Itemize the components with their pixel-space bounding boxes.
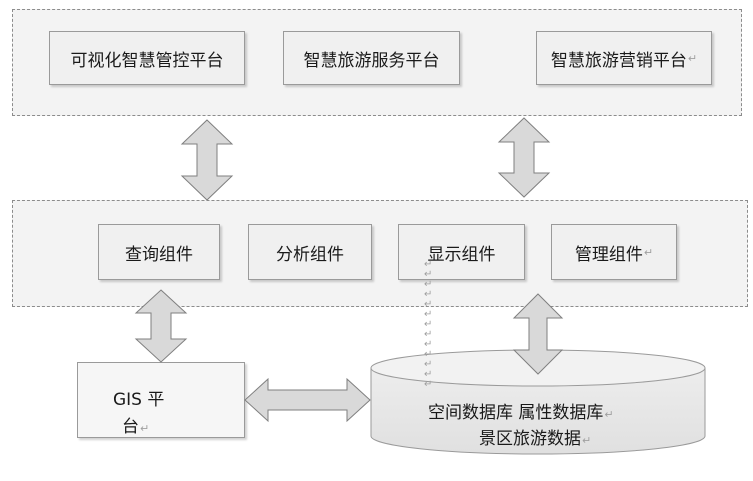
component-analysis: 分析组件	[248, 224, 372, 280]
component-display-label: 显示组件	[427, 244, 496, 265]
double-arrow-top-right	[497, 117, 551, 198]
platform-visual-control-label: 可视化智慧管控平台	[70, 50, 224, 71]
database-label-1-text: 空间数据库 属性数据库	[428, 403, 604, 423]
component-query: 查询组件	[98, 224, 220, 280]
platform-tourism-service: 智慧旅游服务平台	[283, 31, 460, 85]
database-label-2-text: 景区旅游数据	[479, 429, 581, 449]
return-mark-icon: ↵	[604, 408, 614, 421]
platform-visual-control: 可视化智慧管控平台	[49, 31, 245, 85]
component-management: 管理组件↵	[551, 224, 677, 280]
component-analysis-label: 分析组件	[276, 244, 344, 265]
double-arrow-top-left	[180, 119, 234, 201]
platform-tourism-marketing-label: 智慧旅游营销平台	[550, 50, 687, 71]
database-label-2: 景区旅游数据↵	[479, 424, 591, 449]
component-management-label: 管理组件	[574, 244, 643, 265]
double-arrow-gis-database	[244, 377, 371, 423]
return-mark-icon: ↵	[643, 245, 654, 259]
component-display: 显示组件	[398, 224, 525, 280]
component-query-label: 查询组件	[125, 244, 193, 265]
gis-platform-label-2-text: 台	[122, 417, 139, 437]
double-arrow-components-database	[512, 293, 564, 375]
return-mark-icon: ↵	[582, 434, 592, 447]
gis-platform-label-1: GIS 平	[113, 390, 165, 410]
platform-tourism-marketing: 智慧旅游营销平台↵	[536, 31, 712, 85]
platform-tourism-service-label: 智慧旅游服务平台	[303, 50, 440, 71]
gis-platform-label-2: 台↵	[122, 412, 149, 437]
paragraph-marks: ↵↵↵↵↵↵↵↵↵↵↵↵↵	[424, 259, 433, 390]
double-arrow-query-gis	[134, 289, 188, 363]
database-label-1: 空间数据库 属性数据库↵	[428, 398, 614, 423]
database-cylinder	[370, 349, 706, 455]
return-mark-icon: ↵	[140, 422, 150, 435]
return-mark-icon: ↵	[687, 51, 698, 65]
gis-platform	[77, 362, 245, 438]
